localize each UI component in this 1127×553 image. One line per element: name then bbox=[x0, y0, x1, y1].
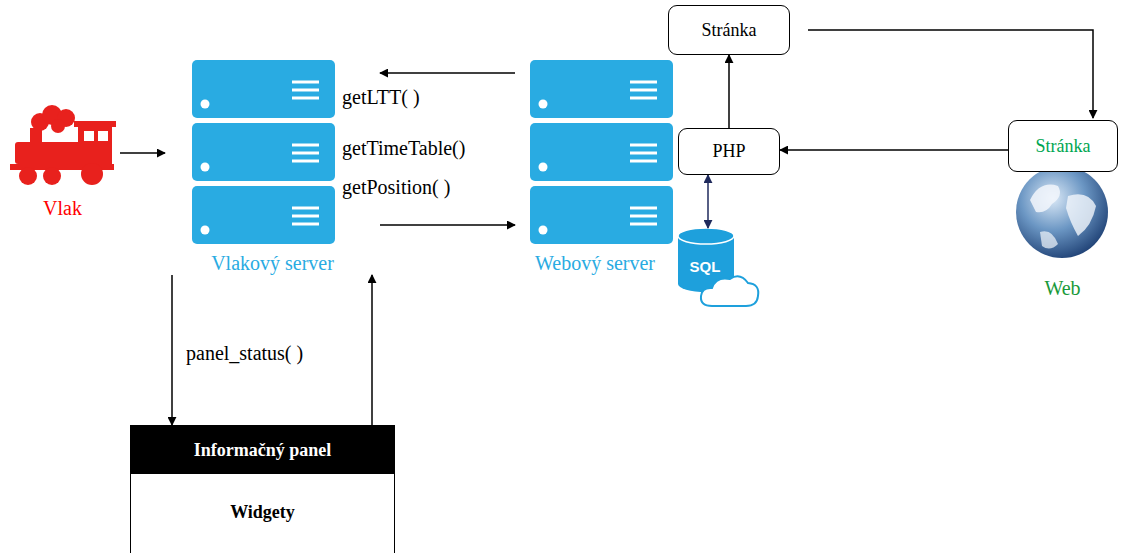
box-text: Stránka bbox=[1036, 136, 1091, 157]
web-server-stack bbox=[530, 60, 673, 244]
database-icon bbox=[678, 228, 758, 306]
train-icon bbox=[10, 105, 116, 185]
node-caption: Web bbox=[1044, 276, 1080, 300]
globe-icon bbox=[1016, 166, 1108, 258]
function-label: getLTT( ) bbox=[340, 86, 422, 109]
signal-label: panel_status( ) bbox=[184, 342, 305, 365]
arrow-connector bbox=[120, 152, 165, 154]
arrow-connector bbox=[808, 30, 1093, 118]
panel-body-text: Widgety bbox=[131, 502, 394, 523]
train-server-stack bbox=[192, 60, 335, 244]
arrow-connector bbox=[728, 55, 730, 128]
arrow-connector bbox=[380, 72, 515, 74]
arrow-connector bbox=[371, 275, 373, 425]
train-node: Vlak bbox=[5, 105, 120, 220]
arrow-connector bbox=[171, 275, 173, 425]
database-node: SQL bbox=[678, 228, 736, 290]
node-caption: Vlakový server bbox=[211, 251, 334, 275]
web-node: Web bbox=[1010, 160, 1115, 300]
page-box: Stránka bbox=[1008, 120, 1118, 172]
page-box: Stránka bbox=[668, 5, 790, 55]
server-node: Webový server bbox=[515, 55, 675, 275]
db-label: SQL bbox=[690, 258, 721, 275]
node-caption: Webový server bbox=[535, 251, 655, 275]
panel-header: Informačný panel bbox=[131, 426, 394, 474]
node-caption: Vlak bbox=[43, 196, 82, 220]
box-text: PHP bbox=[712, 141, 745, 162]
arrow-connector bbox=[707, 175, 709, 228]
function-label: getPosition( ) bbox=[340, 176, 452, 199]
arrow-connector bbox=[380, 224, 515, 226]
function-label: getTimeTable() bbox=[340, 137, 467, 160]
arrow-connector bbox=[780, 149, 1008, 151]
php-box: PHP bbox=[678, 128, 780, 175]
info-panel: Informačný panelWidgety bbox=[130, 425, 395, 553]
box-text: Stránka bbox=[702, 20, 757, 41]
